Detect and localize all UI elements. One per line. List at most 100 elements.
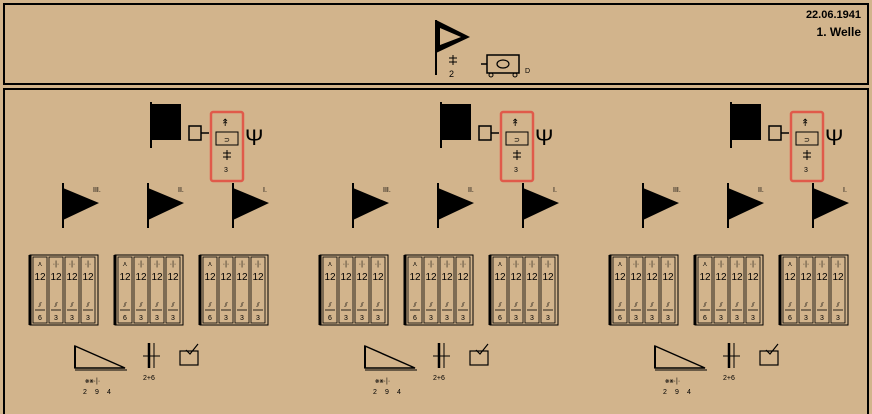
weapon-icon: ⫽ — [545, 301, 550, 309]
signal-unit-highlight[interactable]: ↟⊃3 — [499, 110, 535, 183]
company-block[interactable]: ⋏12⫽6·|·12⫽3·|·12⫽3·|·12⫽3 — [693, 254, 764, 326]
platoon-icon: ·|· — [529, 261, 535, 268]
platoon-strength-bottom: 3 — [376, 315, 380, 322]
weapon-icon: ⫽ — [85, 301, 90, 309]
regiment-symbols: ↟⊃3ΨIII.II.I.⋏12⫽6·|·12⫽3·|·12⫽3·|·12⫽3⋏… — [28, 102, 849, 396]
platoon-strength-bottom: 3 — [256, 315, 260, 322]
weapon-icon: ⫽ — [412, 301, 417, 309]
platoon-strength-top: 12 — [356, 272, 368, 283]
antenna-icon: ↟ — [221, 118, 229, 129]
weapon-icon: ⫽ — [497, 301, 502, 309]
vehicle-icon[interactable]: D — [481, 54, 530, 78]
wave-label: 1. Welle — [816, 25, 861, 39]
company-block[interactable]: ⋏12⫽6·|·12⫽3·|·12⫽3·|·12⫽3 — [318, 254, 389, 326]
telephone-icon: ⊃ — [804, 137, 810, 144]
platoon-strength-top: 12 — [167, 272, 179, 283]
mg-icon[interactable]: 2+6 — [723, 343, 740, 382]
weapon-icon: ⫽ — [702, 301, 707, 309]
weapon-icon: ⫽ — [138, 301, 143, 309]
date-label: 22.06.1941 — [805, 9, 861, 21]
platoon-strength-top: 12 — [494, 272, 506, 283]
platoon-icon: ·|· — [170, 261, 176, 268]
battalion-pennant-icon[interactable]: II. — [727, 183, 764, 228]
company-block[interactable]: ⋏12⫽6·|·12⫽3·|·12⫽3·|·12⫽3 — [488, 254, 559, 326]
platoon-strength-top: 12 — [50, 272, 62, 283]
battalion-pennant-icon[interactable]: III. — [642, 183, 681, 228]
battalion-pennant-icon[interactable]: III. — [62, 183, 101, 228]
support-number: 9 — [95, 389, 99, 396]
platoon-icon: ·|· — [428, 261, 434, 268]
supply-box-icon[interactable] — [179, 343, 199, 366]
telephone-icon: ⊃ — [224, 137, 230, 144]
platoon-strength-bottom: 6 — [208, 315, 212, 322]
platoon-strength-top: 12 — [784, 272, 796, 283]
battalion-pennant-icon[interactable]: II. — [147, 183, 184, 228]
platoon-strength-bottom: 6 — [328, 315, 332, 322]
weapon-icon: ⫽ — [617, 301, 622, 309]
supply-box-icon[interactable] — [759, 343, 779, 366]
platoon-strength-top: 12 — [457, 272, 469, 283]
platoon-strength-bottom: 3 — [634, 315, 638, 322]
company-block[interactable]: ⋏12⫽6·|·12⫽3·|·12⫽3·|·12⫽3 — [113, 254, 184, 326]
platoon-strength-top: 12 — [614, 272, 626, 283]
radio-icon: Ψ — [245, 125, 263, 150]
weapon-icon: ⫽ — [428, 301, 433, 309]
support-number: 2 — [83, 389, 87, 396]
weapon-icon: ⫽ — [122, 301, 127, 309]
hq-panel: 22.06.1941 1. Welle 2 D — [3, 3, 869, 85]
platoon-strength-top: 12 — [372, 272, 384, 283]
company-block[interactable]: ⋏12⫽6·|·12⫽3·|·12⫽3·|·12⫽3 — [608, 254, 679, 326]
signal-unit-highlight[interactable]: ↟⊃3 — [789, 110, 825, 183]
platoon-icon: ·|· — [359, 261, 365, 268]
platoon-icon: ·|· — [138, 261, 144, 268]
mg-label: 2+6 — [143, 375, 155, 382]
weapon-icon: ⫽ — [375, 301, 380, 309]
platoon-strength-bottom: 3 — [836, 315, 840, 322]
platoon-icon: ·|· — [69, 261, 75, 268]
platoon-icon: ·|· — [803, 261, 809, 268]
hq-flag-icon[interactable]: 2 — [435, 20, 470, 79]
command-number: 3 — [804, 167, 808, 174]
platoon-icon: ·|· — [665, 261, 671, 268]
platoon-strength-top: 12 — [135, 272, 147, 283]
company-block[interactable]: ⋏12⫽6·|·12⫽3·|·12⫽3·|·12⫽3 — [28, 254, 99, 326]
weapon-icon: ⫽ — [750, 301, 755, 309]
company-block[interactable]: ⋏12⫽6·|·12⫽3·|·12⫽3·|·12⫽3 — [198, 254, 269, 326]
mg-icon[interactable]: 2+6 — [433, 343, 450, 382]
vehicle-label: D — [525, 68, 530, 75]
staff-symbol-icon — [188, 125, 209, 141]
weapon-icon: ⫽ — [513, 301, 518, 309]
battalion-pennant-icon[interactable]: I. — [522, 183, 559, 228]
company-block[interactable]: ⋏12⫽6·|·12⫽3·|·12⫽3·|·12⫽3 — [778, 254, 849, 326]
weapon-icon: ⫽ — [343, 301, 348, 309]
regiment-command-flag-icon[interactable] — [150, 102, 181, 148]
platoon-icon: ·|· — [819, 261, 825, 268]
weapon-icon: ⫽ — [835, 301, 840, 309]
platoon-strength-bottom: 3 — [224, 315, 228, 322]
weapon-icon: ⫽ — [444, 301, 449, 309]
platoon-strength-bottom: 3 — [751, 315, 755, 322]
platoon-strength-top: 12 — [800, 272, 812, 283]
platoon-strength-top: 12 — [542, 272, 554, 283]
support-number: 4 — [397, 389, 401, 396]
platoon-strength-bottom: 6 — [703, 315, 707, 322]
battalion-pennant-icon[interactable]: III. — [352, 183, 391, 228]
supply-box-icon[interactable] — [469, 343, 489, 366]
battalion-pennant-icon[interactable]: I. — [812, 183, 849, 228]
battalion-pennant-icon[interactable]: II. — [437, 183, 474, 228]
battalion-pennant-icon[interactable]: I. — [232, 183, 269, 228]
regiment-command-flag-icon[interactable] — [440, 102, 471, 148]
mg-icon[interactable]: 2+6 — [143, 343, 160, 382]
platoon-icon: ·|· — [154, 261, 160, 268]
platoon-strength-bottom: 3 — [719, 315, 723, 322]
platoon-icon: ⋏ — [207, 261, 212, 268]
company-block[interactable]: ⋏12⫽6·|·12⫽3·|·12⫽3·|·12⫽3 — [403, 254, 474, 326]
battalion-number: I. — [553, 187, 557, 194]
signal-unit-highlight[interactable]: ↟⊃3 — [209, 110, 245, 183]
regiment-command-flag-icon[interactable] — [730, 102, 761, 148]
platoon-icon: ·|· — [545, 261, 551, 268]
platoon-strength-top: 12 — [324, 272, 336, 283]
